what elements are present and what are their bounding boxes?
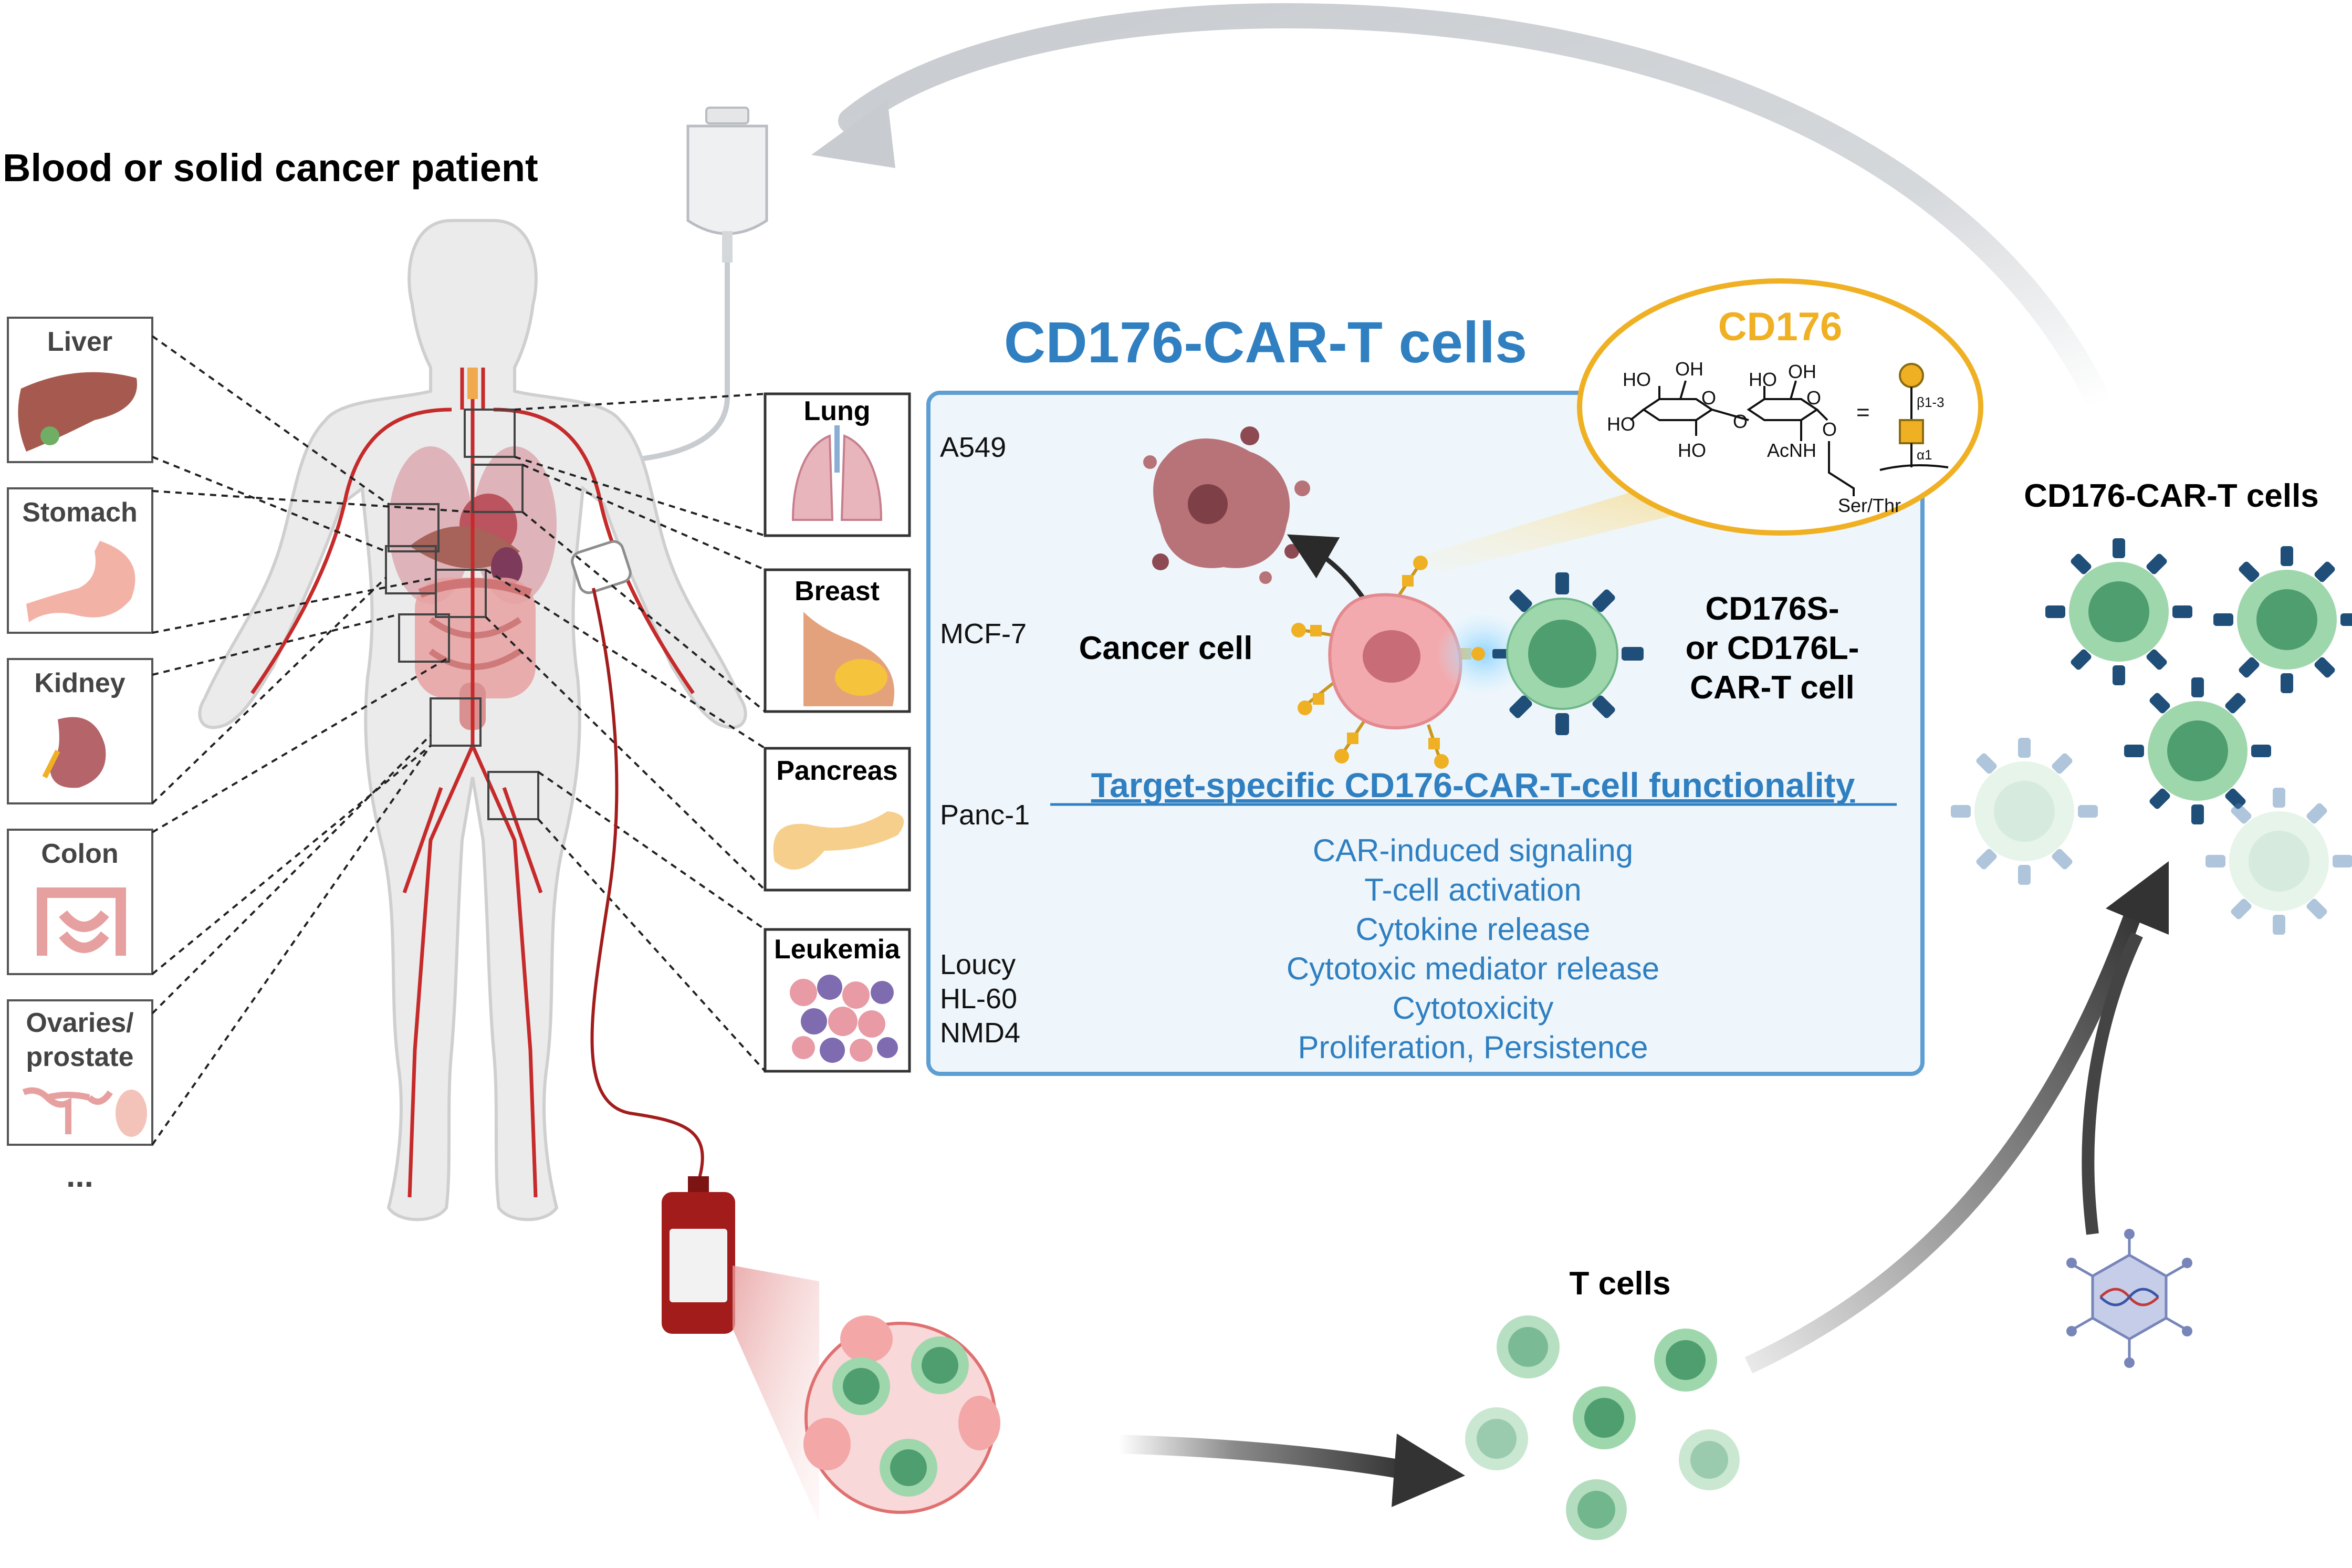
svg-text:α1: α1 [1917,447,1932,463]
cd176-structure-bubble: CD176 HO OH HO OH O O HO O HO AcNH O Ser… [1577,278,1983,536]
svg-text:Liver: Liver [47,327,112,357]
svg-text:Panc-1: Panc-1 [940,799,1030,831]
svg-text:Colon: Colon [41,839,118,869]
right-organ-boxes: Lung Breast Pancreas Leukemia [764,392,911,1073]
pancreas-icon [773,811,904,870]
svg-text:Cytotoxicity: Cytotoxicity [1393,990,1554,1026]
leukemia-cells-icon [790,975,898,1063]
recirculation-arrow [811,3,2113,417]
svg-text:prostate: prostate [26,1042,133,1072]
svg-text:HO: HO [1623,369,1651,390]
lung-icon [791,434,883,521]
svg-text:A549: A549 [940,432,1006,463]
colon-icon [37,887,126,956]
svg-text:Lung: Lung [803,396,870,426]
svg-text:...: ... [66,1158,93,1194]
viral-vector-icon [2066,1229,2192,1368]
svg-text:T-cell activation: T-cell activation [1364,872,1582,907]
functionality-title: Target-specific CD176-CAR-T-cell functio… [1091,766,1855,804]
kidney-icon [49,717,106,788]
patient-title: Blood or solid cancer patient [3,146,538,190]
cancer-cell-label: Cancer cell [1079,630,1253,666]
svg-text:AcNH: AcNH [1767,440,1816,461]
svg-text:MCF-7: MCF-7 [940,618,1027,650]
svg-text:β1-3: β1-3 [1917,394,1945,410]
left-organ-boxes: Liver Stomach Kidney Colon Ovaries/ pros… [7,317,153,1194]
panel-title: CD176-CAR-T cells [1004,310,1527,375]
svg-text:Cytotoxic mediator release: Cytotoxic mediator release [1287,951,1659,986]
ovaries-icon [22,1087,113,1134]
left-connectors [151,335,473,1146]
svg-text:CAR-induced signaling: CAR-induced signaling [1313,833,1633,868]
svg-text:O: O [1701,387,1716,409]
svg-text:Pancreas: Pancreas [776,756,897,786]
svg-text:HL-60: HL-60 [940,983,1017,1015]
svg-text:Loucy: Loucy [940,949,1016,980]
human-body-illustration [198,219,747,1221]
t-cells-cluster [1465,1315,1740,1540]
svg-text:O: O [1733,411,1748,432]
svg-text:Breast: Breast [795,576,880,607]
svg-text:O: O [1806,387,1821,409]
svg-text:CD176S-: CD176S- [1706,591,1839,627]
svg-text:=: = [1856,400,1870,425]
svg-text:HO: HO [1749,369,1777,390]
t-cells-label: T cells [1570,1266,1671,1302]
svg-text:CD176: CD176 [1718,305,1843,349]
svg-text:CAR-T cell: CAR-T cell [1690,670,1854,706]
car-t-cell-label: CD176S- or CD176L- CAR-T cell [1686,591,1859,706]
blood-zoom-circle [803,1315,1000,1514]
svg-text:NMD4: NMD4 [940,1017,1020,1049]
svg-text:Cytokine release: Cytokine release [1356,912,1591,947]
car-t-cell-icon [1506,572,1644,735]
cell-line-labels: A549 MCF-7 Panc-1 Loucy HL-60 NMD4 [940,432,1030,1049]
svg-text:OH: OH [1788,361,1816,382]
blood-bag-icon [590,588,819,1523]
car-t-cells-title: CD176-CAR-T cells [2024,478,2319,514]
svg-text:or CD176L-: or CD176L- [1686,630,1859,666]
svg-text:HO: HO [1678,440,1706,461]
svg-text:HO: HO [1607,413,1635,435]
svg-text:Kidney: Kidney [34,668,125,698]
functions-list: CAR-induced signaling T-cell activation … [1287,833,1659,1065]
svg-text:Proliferation, Persistence: Proliferation, Persistence [1298,1030,1648,1065]
car-t-cells-cluster [1951,538,2352,935]
prostate-icon [116,1090,147,1137]
transduction-arrow [1744,861,2169,1374]
svg-text:Stomach: Stomach [22,497,138,528]
right-connectors [485,393,766,1072]
functionality-panel [926,391,1925,1076]
svg-text:Leukemia: Leukemia [774,934,901,965]
svg-text:Ovaries/: Ovaries/ [26,1008,133,1038]
svg-text:Ser/Thr: Ser/Thr [1838,495,1901,516]
svg-text:O: O [1822,419,1837,440]
svg-text:OH: OH [1675,358,1703,380]
stomach-icon [26,541,135,622]
cancer-cell-icon [1291,556,1471,769]
isolation-arrow [1118,1434,1465,1507]
